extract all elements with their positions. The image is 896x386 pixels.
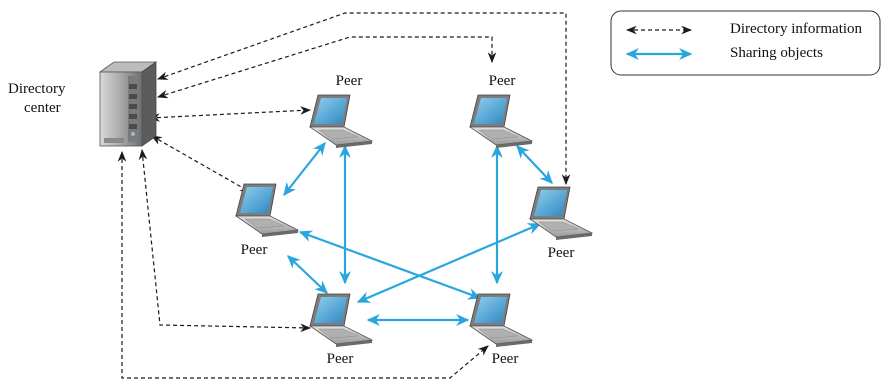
dir-link-top-mid-peer <box>148 106 312 122</box>
peer-label-left: Peer <box>240 242 268 258</box>
dir-link-top-right-peer <box>156 36 497 99</box>
dir-link-top-right-peer-outer <box>156 12 571 186</box>
peer-label-bottom-left: Peer <box>326 351 354 367</box>
dir-link-left-peer <box>151 135 251 193</box>
peer-label-top-mid: Peer <box>335 73 363 89</box>
laptop-icon-right <box>528 186 594 240</box>
laptops-layer <box>234 94 594 347</box>
share-right-botleft <box>356 222 542 304</box>
dir-link-bottom-right-peer <box>117 150 489 379</box>
share-left-botleft <box>287 255 328 294</box>
laptop-icon-bot-left <box>308 293 374 347</box>
directory-server-icon <box>98 61 158 147</box>
legend <box>610 10 881 76</box>
share-left-topmid <box>283 141 326 197</box>
share-topright-right <box>516 145 553 184</box>
laptop-icon-top-right <box>468 94 534 148</box>
laptop-icon-top-mid <box>308 94 374 148</box>
directory-links <box>117 12 571 379</box>
peer-label-right: Peer <box>547 245 575 261</box>
sharing-links <box>283 141 553 326</box>
peer-label-bottom-right: Peer <box>491 351 519 367</box>
legend-directory-information-label: Directory information <box>730 21 863 37</box>
dir-link-bottom-left-peer <box>138 148 312 333</box>
laptop-icon-bot-right <box>468 293 534 347</box>
legend-sharing-objects-label: Sharing objects <box>730 45 823 61</box>
directory-center-label-line1: Directory <box>8 81 66 97</box>
peer-label-top-right: Peer <box>488 73 516 89</box>
laptop-icon-left <box>234 183 300 237</box>
directory-center-label-line2: center <box>24 100 61 116</box>
